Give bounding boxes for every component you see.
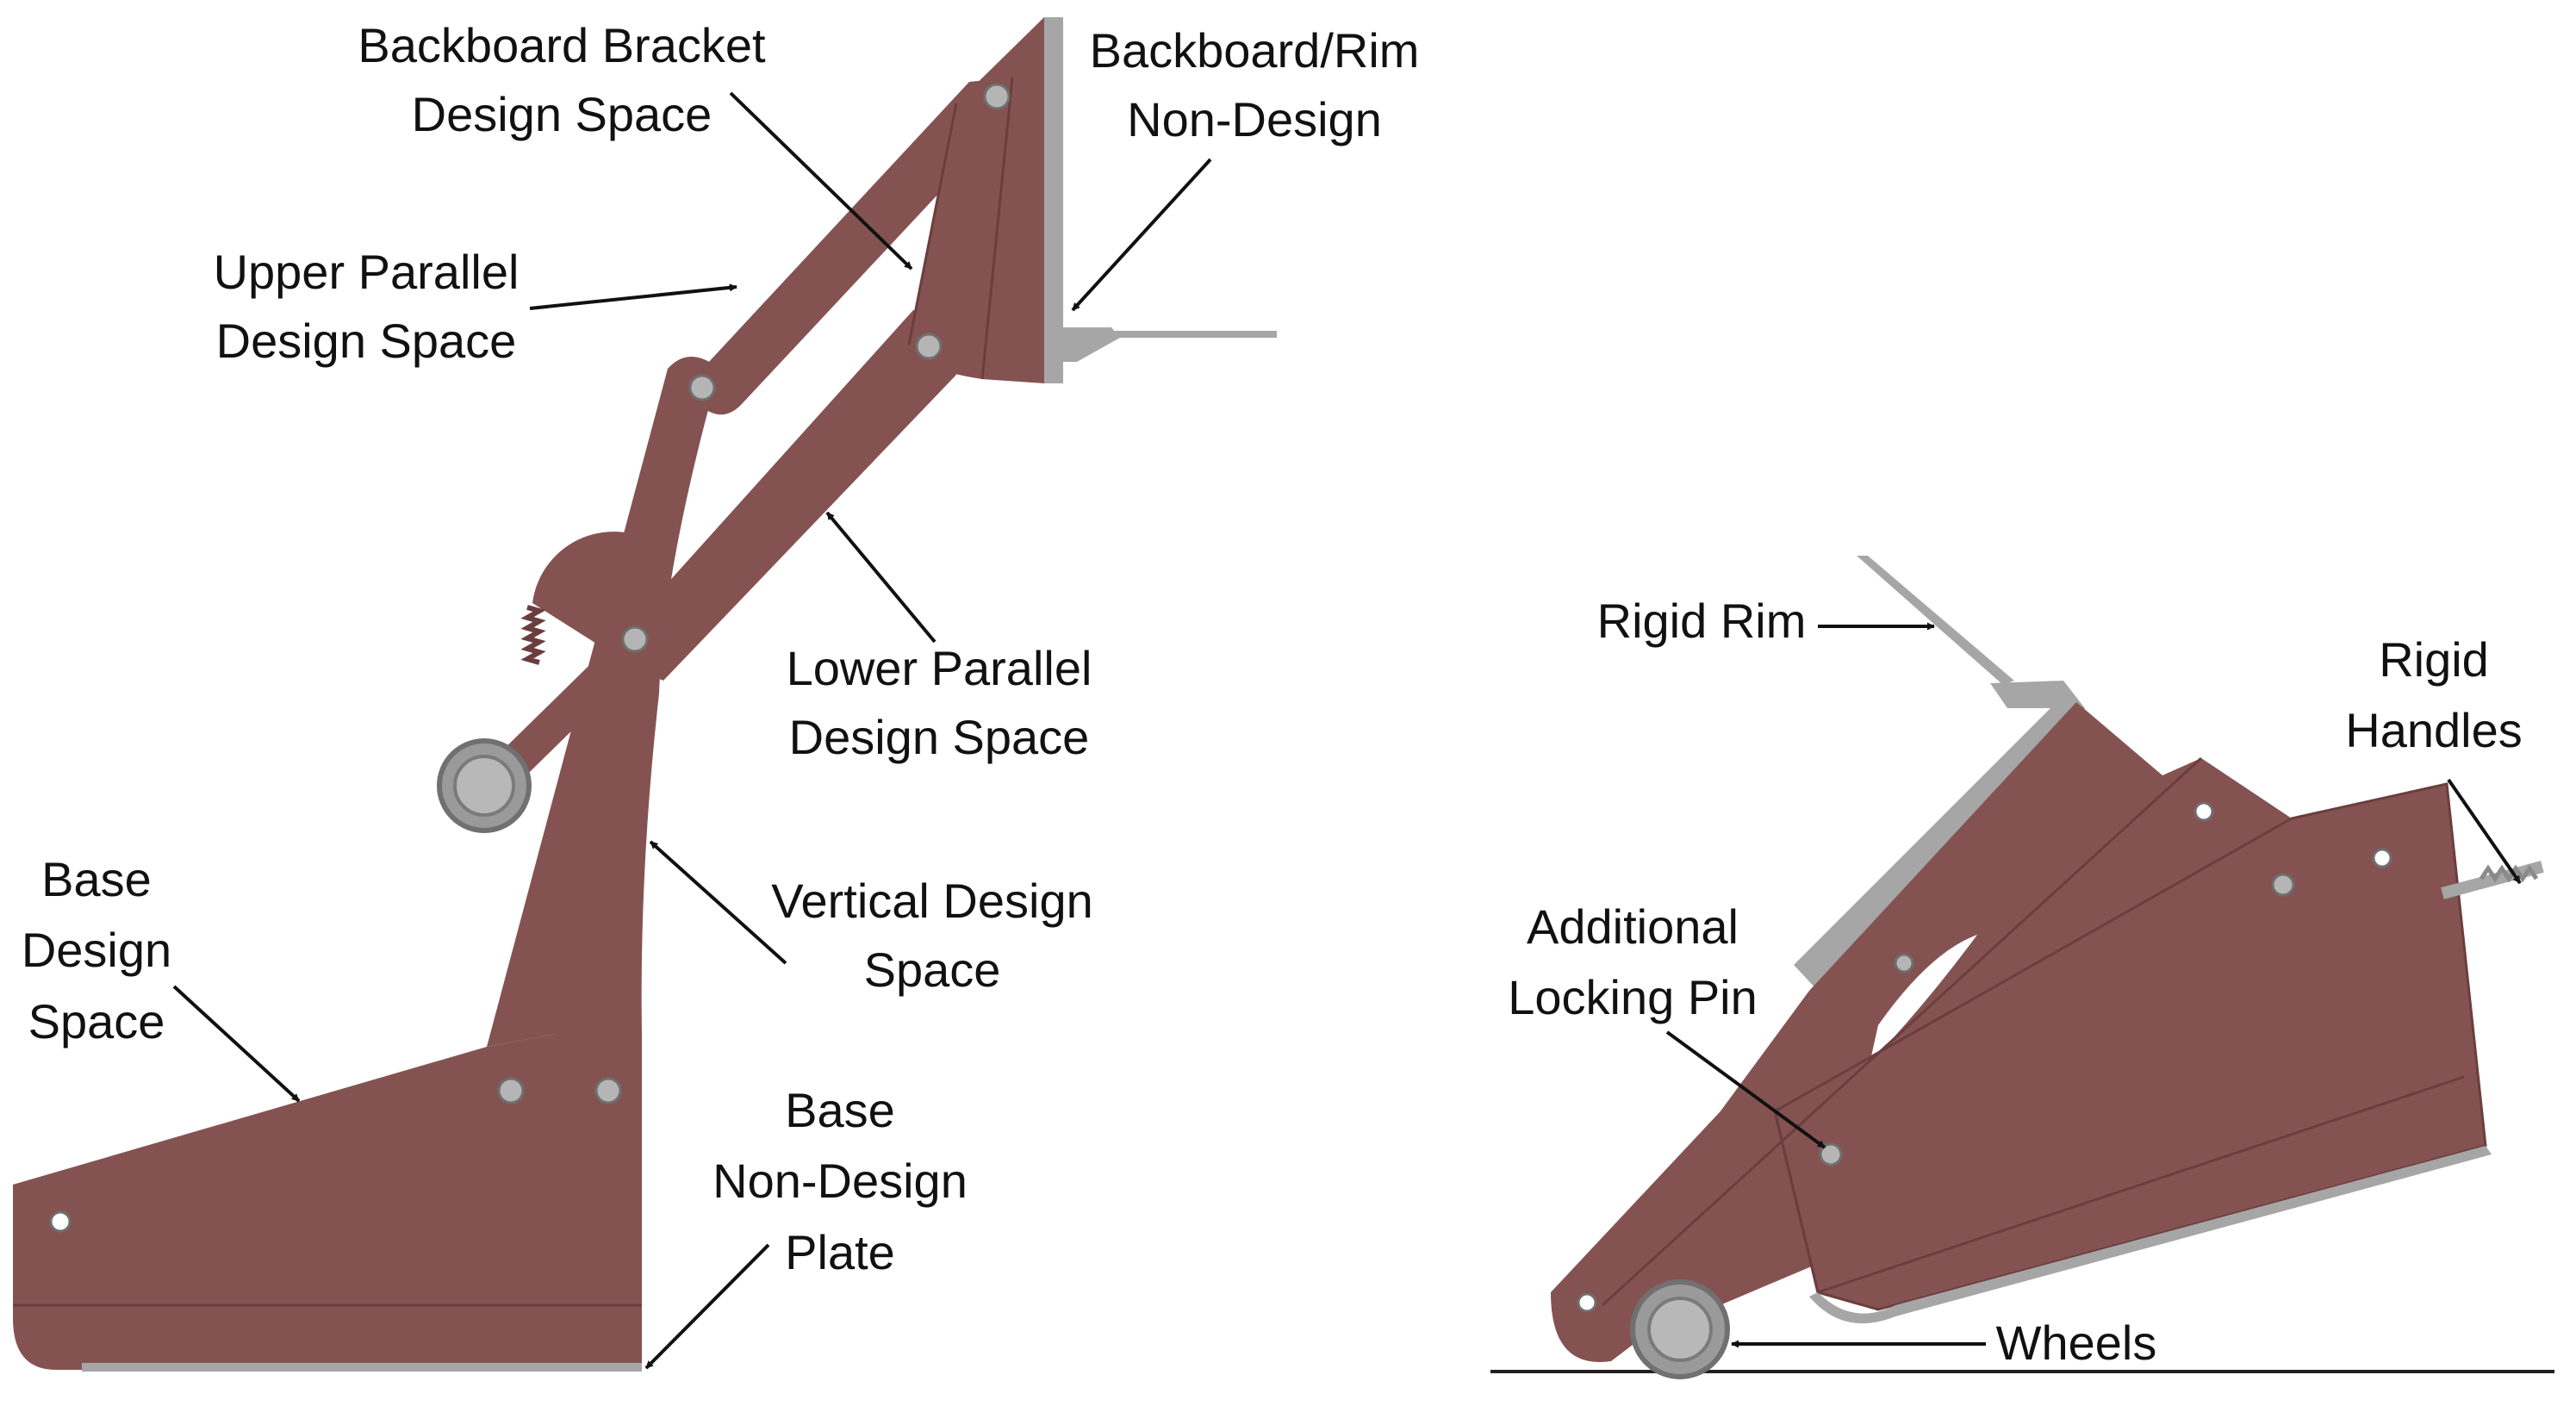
left-hoop-assembly — [13, 17, 1277, 1372]
arrow-vertical — [649, 840, 787, 965]
label-upper-parallel-2: Design Space — [216, 314, 517, 368]
label-backboard-bracket-2: Design Space — [412, 87, 712, 141]
label-locking-pin-1: Additional — [1527, 899, 1739, 954]
pin — [49, 1210, 72, 1233]
arrow-base-plate — [644, 1243, 770, 1370]
arrow-upper-parallel — [529, 283, 737, 310]
bracket-edge-line — [907, 103, 958, 345]
fold-edge — [1601, 756, 2203, 1307]
label-wheels: Wheels — [1996, 1316, 2157, 1370]
label-base-plate-2: Non-Design — [712, 1154, 968, 1208]
rim-bracket — [1063, 327, 1120, 362]
label-rigid-handles-1: Rigid — [2379, 632, 2489, 687]
label-backboard-rim-2: Non-Design — [1127, 92, 1382, 146]
arrow-base — [172, 985, 301, 1103]
pin — [1894, 953, 1914, 974]
left-labels: Backboard Bracket Design Space Backboard… — [22, 18, 1420, 1279]
arm-gap — [1870, 935, 1977, 1064]
base-design-space — [13, 1034, 642, 1370]
folded-base-curve — [1809, 1146, 2492, 1324]
arrow-locking-pin — [1665, 1030, 1826, 1149]
label-locking-pin-2: Locking Pin — [1508, 970, 1758, 1024]
label-base-1: Base — [41, 852, 152, 906]
pin — [2193, 801, 2214, 822]
rigid-rim — [1857, 556, 2014, 685]
label-base-plate-1: Base — [785, 1083, 895, 1137]
pin — [497, 1077, 525, 1104]
backboard-plate — [1044, 17, 1063, 383]
label-base-2: Design — [22, 923, 171, 977]
pin — [2372, 848, 2392, 868]
left-wheel-hub — [453, 755, 515, 817]
pin — [915, 333, 943, 360]
base-non-design-plate — [82, 1363, 642, 1372]
lower-parallel-design-space — [603, 310, 956, 681]
label-upper-parallel-1: Upper Parallel — [214, 245, 520, 299]
pin — [594, 1077, 622, 1104]
rim-bar — [1111, 331, 1277, 338]
label-backboard-rim-1: Backboard/Rim — [1090, 23, 1420, 78]
right-wheel-hub — [1647, 1297, 1713, 1362]
label-vertical-2: Space — [864, 943, 1001, 997]
label-base-plate-3: Plate — [785, 1225, 895, 1279]
handle-teeth — [2479, 864, 2539, 883]
label-lower-parallel-2: Design Space — [789, 710, 1090, 764]
arrow-backboard-rim — [1071, 158, 1212, 312]
right-hoop-assembly — [1490, 556, 2554, 1379]
arrow-backboard-bracket — [729, 91, 913, 271]
right-labels: Rigid Rim Rigid Handles Additional Locki… — [1508, 594, 2522, 1370]
pin — [983, 83, 1011, 110]
locking-pin — [1819, 1142, 1843, 1166]
vertical-design-space — [487, 357, 719, 1047]
pin — [1577, 1292, 1597, 1313]
upper-parallel-design-space — [685, 78, 1012, 415]
label-backboard-bracket-1: Backboard Bracket — [358, 18, 766, 72]
arrow-rigid-handles — [2447, 778, 2522, 885]
pin — [2271, 873, 2295, 897]
label-rigid-handles-2: Handles — [2345, 703, 2522, 757]
label-rigid-rim: Rigid Rim — [1597, 594, 1807, 648]
fold-edge — [1773, 1110, 1820, 1293]
backboard-folded — [1794, 691, 2085, 991]
pin — [621, 625, 649, 653]
arrow-lower-parallel — [825, 511, 936, 644]
pin — [688, 374, 716, 401]
label-vertical-1: Vertical Design — [771, 874, 1093, 928]
gear-teeth — [520, 605, 546, 665]
label-base-3: Space — [28, 994, 165, 1048]
fold-edge — [1817, 1075, 2465, 1294]
bracket-edge-line-2 — [980, 77, 1014, 380]
label-lower-parallel-1: Lower Parallel — [787, 641, 1092, 695]
left-arrows — [172, 91, 1212, 1370]
right-arrows — [1665, 622, 2522, 1348]
